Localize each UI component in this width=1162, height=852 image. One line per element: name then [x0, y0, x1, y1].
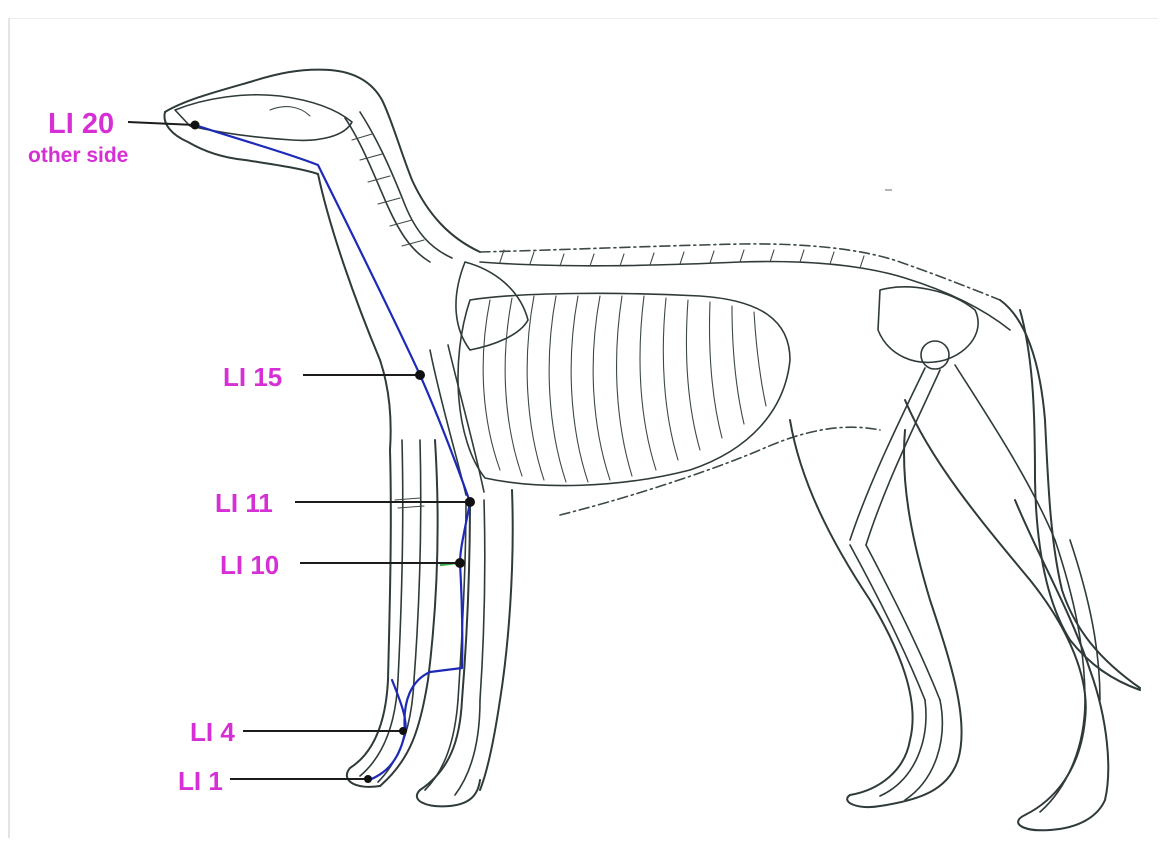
acupoint-li15 — [415, 370, 425, 380]
acupoint-li11 — [465, 497, 475, 507]
label-li10: LI 10 — [220, 550, 279, 580]
large-intestine-meridian — [195, 125, 470, 781]
acupoint-li10 — [455, 558, 465, 568]
acupoints — [191, 121, 476, 784]
leader-li20 — [128, 122, 195, 125]
point-labels: LI 20 other side LI 15 LI 11 LI 10 LI 4 … — [28, 108, 282, 796]
label-li20-note: other side — [28, 144, 128, 167]
label-li15: LI 15 — [223, 362, 282, 392]
acupoint-li4 — [399, 727, 407, 735]
dog-skeleton — [175, 95, 1100, 812]
label-li11: LI 11 — [215, 488, 273, 518]
acupoint-li1 — [364, 775, 372, 783]
label-li1: LI 1 — [178, 766, 223, 796]
label-li4: LI 4 — [190, 717, 235, 747]
acupoint-li20 — [191, 121, 200, 130]
dog-body-outline — [164, 70, 1140, 831]
label-li20: LI 20 — [48, 108, 114, 140]
